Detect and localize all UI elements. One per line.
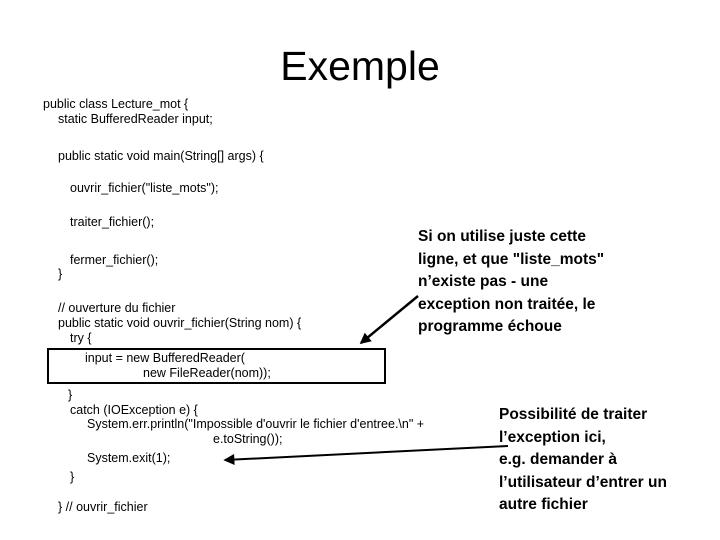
- code-line-boxed: new FileReader(nom));: [143, 366, 271, 380]
- code-line: try {: [70, 331, 92, 345]
- code-line: // ouverture du fichier: [58, 301, 176, 315]
- code-line: }: [58, 267, 63, 281]
- code-line: traiter_fichier();: [70, 215, 155, 229]
- code-line: ouvrir_fichier("liste_mots");: [70, 181, 219, 195]
- annotation-handling-note: Possibilité de traiter l’exception ici, …: [499, 406, 667, 513]
- code-line-boxed: input = new BufferedReader(: [85, 351, 245, 365]
- code-line: catch (IOException e) {: [70, 403, 198, 417]
- code-line: }: [68, 388, 73, 402]
- code-line: public class Lecture_mot {: [43, 97, 189, 111]
- code-line: public static void ouvrir_fichier(String…: [58, 316, 302, 330]
- code-line: System.err.println("Impossible d'ouvrir …: [87, 417, 425, 431]
- code-line: fermer_fichier();: [70, 253, 159, 267]
- arrow-to-system-exit: [223, 445, 509, 466]
- code-line: System.exit(1);: [87, 451, 171, 465]
- annotation-exception-note: Si on utilise juste cette ligne, et que …: [418, 228, 605, 335]
- arrow-to-highlight-box: [359, 295, 419, 345]
- slide-title: Exemple: [280, 43, 440, 89]
- code-line: }: [70, 470, 75, 484]
- code-line: static BufferedReader input;: [58, 112, 213, 126]
- code-line: e.toString());: [213, 432, 283, 446]
- code-line: } // ouvrir_fichier: [58, 500, 148, 514]
- code-highlight-box: [47, 348, 386, 384]
- code-line: public static void main(String[] args) {: [58, 149, 264, 163]
